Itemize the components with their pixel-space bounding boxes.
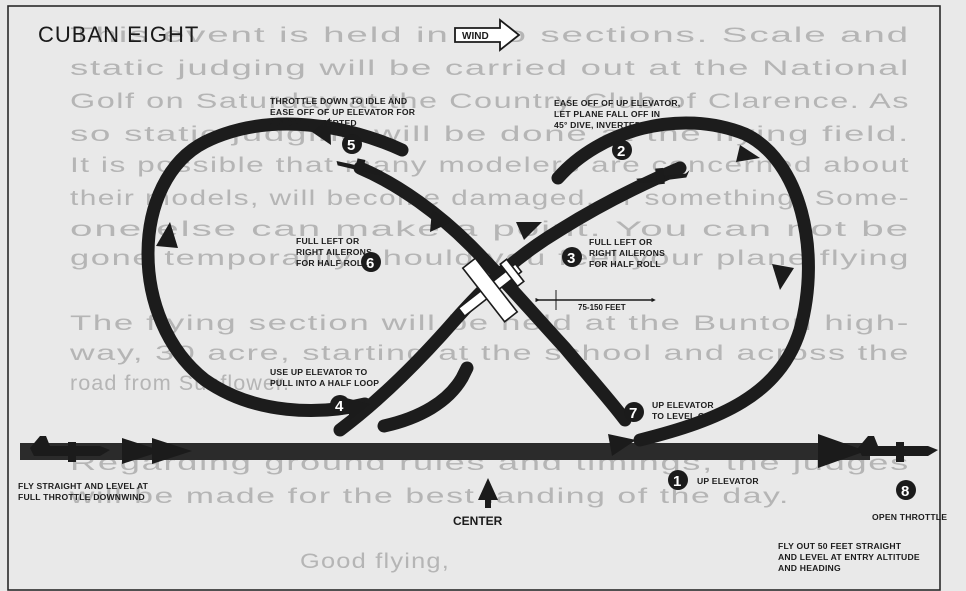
step-marker-4: 4 xyxy=(330,395,350,415)
exit-note: FLY OUT 50 FEET STRAIGHT AND LEVEL AT EN… xyxy=(778,541,922,573)
bleed-through-line: Good flying, xyxy=(300,550,450,573)
bleed-through-line: Golf on Saturday at the Country Club of … xyxy=(70,90,910,113)
bleed-through-line: road from Sunflower. xyxy=(70,372,290,395)
distance-dimension: 75-150 FEET xyxy=(538,290,654,312)
center-marker-arrow xyxy=(478,478,498,508)
step-8-note: OPEN THROTTLE xyxy=(872,512,947,522)
center-label: CENTER xyxy=(453,514,503,528)
wind-arrow: WIND xyxy=(455,20,519,50)
svg-text:8: 8 xyxy=(901,483,909,500)
svg-text:3: 3 xyxy=(567,250,575,267)
step-marker-3: 3 xyxy=(562,247,582,267)
step-4-note: USE UP ELEVATOR TO PULL INTO A HALF LOOP xyxy=(270,367,379,388)
dive-path-left xyxy=(340,168,680,430)
step-5-note: THROTTLE DOWN TO IDLE AND EASE OFF OF UP… xyxy=(270,96,418,128)
distance-label: 75-150 FEET xyxy=(578,303,626,312)
entry-note: FLY STRAIGHT AND LEVEL AT FULL THROTTLE … xyxy=(18,481,151,502)
bleed-through-line: their models, will become damaged, or so… xyxy=(70,187,910,210)
bleed-through-line: one else can make a point. You can not b… xyxy=(70,218,910,241)
svg-text:1: 1 xyxy=(673,473,681,490)
step-marker-5: 5 xyxy=(342,134,362,154)
step-1-note: UP ELEVATOR xyxy=(697,476,759,486)
step-marker-7: 7 xyxy=(624,402,644,422)
wind-label: WIND xyxy=(462,31,489,42)
diagram-title: CUBAN EIGHT xyxy=(38,22,199,47)
step-marker-2: 2 xyxy=(612,140,632,160)
bleed-through-line: The flying section will be held at the B… xyxy=(70,312,910,335)
flight-path-line xyxy=(20,434,870,468)
step-7-note: UP ELEVATOR TO LEVEL OFF xyxy=(652,400,716,421)
step-marker-1: 1 xyxy=(668,470,688,490)
svg-text:2: 2 xyxy=(617,143,625,160)
svg-text:7: 7 xyxy=(629,405,637,422)
bleed-through-line: static judging will be carried out at th… xyxy=(70,57,910,80)
step-6-note: FULL LEFT OR RIGHT AILERONS FOR HALF ROL… xyxy=(296,236,375,268)
svg-text:4: 4 xyxy=(335,398,344,415)
step-marker-8: 8 xyxy=(896,480,916,500)
step-3-note: FULL LEFT OR RIGHT AILERONS FOR HALF ROL… xyxy=(589,237,668,269)
svg-text:5: 5 xyxy=(347,137,355,154)
